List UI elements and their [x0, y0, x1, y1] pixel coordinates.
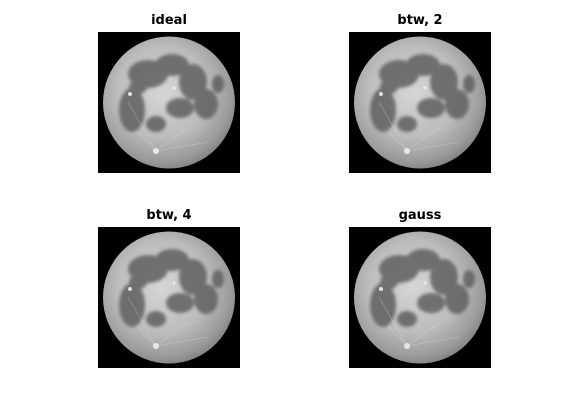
moon-image — [98, 32, 240, 173]
moon-image — [98, 227, 240, 368]
moon-image — [349, 227, 491, 368]
panel-title: btw, 4 — [146, 208, 192, 223]
panel-title: btw, 2 — [397, 13, 443, 28]
panel-title: gauss — [398, 208, 442, 223]
moon-image — [349, 32, 491, 173]
panel-title: ideal — [151, 13, 187, 28]
